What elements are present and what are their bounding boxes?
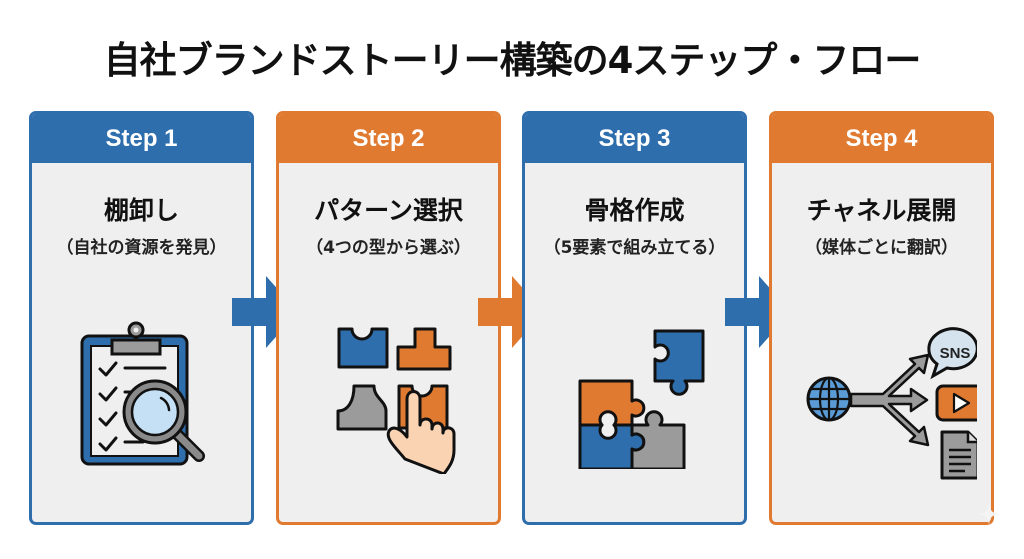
svg-text:SNS: SNS bbox=[939, 345, 970, 362]
step-header: Step 2 bbox=[279, 114, 498, 163]
step-title: チャネル展開 bbox=[806, 196, 957, 225]
step-title: パターン選択 bbox=[314, 196, 463, 225]
step-header: Step 4 bbox=[772, 114, 991, 163]
step-title: 棚卸し bbox=[103, 196, 179, 225]
step-header: Step 1 bbox=[32, 114, 251, 163]
step-card-2: Step 2 パターン選択 （4つの型から選ぶ） bbox=[276, 111, 501, 525]
sparkle-icon bbox=[978, 503, 1000, 525]
step-subtitle: （媒体ごとに翻訳） bbox=[805, 238, 958, 258]
step-header: Step 3 bbox=[525, 114, 744, 163]
video-play-icon bbox=[935, 384, 977, 422]
globe-icon bbox=[806, 376, 851, 422]
step-subtitle: （5要素で組み立てる） bbox=[543, 238, 726, 258]
step-title: 骨格作成 bbox=[584, 196, 685, 225]
sns-bubble-icon: SNS bbox=[926, 327, 977, 380]
step-card-4: Step 4 チャネル展開 （媒体ごとに翻訳） SNS bbox=[769, 111, 994, 525]
puzzle-assemble-icon bbox=[525, 319, 744, 469]
diagram-title: 自社ブランドストーリー構築の4ステップ・フロー bbox=[103, 39, 922, 82]
channel-distribution-icon: SNS bbox=[772, 310, 991, 480]
step-card-1: Step 1 棚卸し （自社の資源を発見） bbox=[29, 111, 254, 525]
puzzle-pieces-select-icon bbox=[279, 314, 498, 474]
step-subtitle: （4つの型から選ぶ） bbox=[306, 238, 471, 258]
clipboard-magnifier-icon bbox=[32, 314, 251, 474]
step-card-3: Step 3 骨格作成 （5要素で組み立てる） bbox=[522, 111, 747, 525]
step-subtitle: （自社の資源を発見） bbox=[56, 238, 227, 258]
document-icon bbox=[940, 430, 977, 480]
